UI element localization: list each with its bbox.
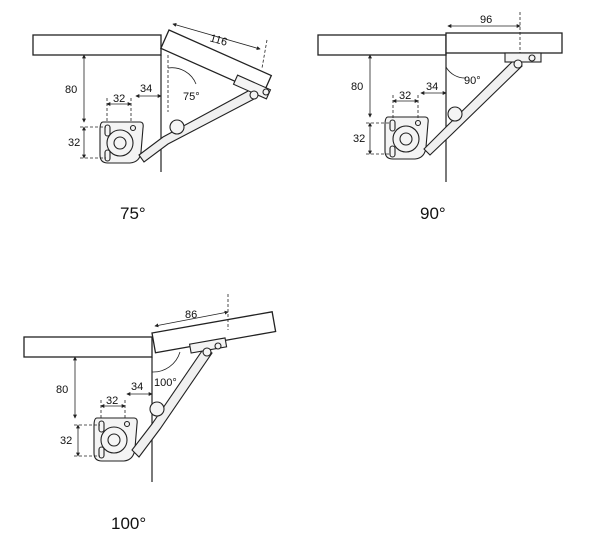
angle-arc bbox=[151, 351, 181, 373]
hole-spacing-v-label: 32 bbox=[68, 137, 80, 149]
cabinet-top-panel bbox=[32, 34, 162, 56]
angle-arc bbox=[445, 66, 467, 79]
hole-spacing-h-label: 32 bbox=[399, 90, 411, 102]
offset-label: 34 bbox=[131, 381, 143, 393]
figure-100: 86 100° 80 32 34 32 100° bbox=[23, 294, 277, 533]
height-label: 80 bbox=[65, 84, 77, 96]
lid-bracket bbox=[504, 52, 542, 63]
mounting-slot bbox=[389, 119, 396, 132]
lid-width-label: 116 bbox=[208, 32, 228, 48]
angle-label: 100° bbox=[154, 377, 177, 389]
height-label: 80 bbox=[56, 384, 68, 396]
lid-width-dimension bbox=[172, 22, 261, 51]
lid-width-label: 96 bbox=[480, 14, 492, 26]
angle-label: 90° bbox=[464, 75, 481, 87]
mounting-slot bbox=[389, 145, 396, 158]
offset-label: 34 bbox=[140, 83, 152, 95]
hole-spacing-h-label: 32 bbox=[113, 93, 125, 105]
height-label: 80 bbox=[351, 81, 363, 93]
offset-label: 34 bbox=[426, 81, 438, 93]
mounting-slot bbox=[98, 446, 105, 459]
support-arm bbox=[131, 347, 213, 458]
figure-caption: 90° bbox=[420, 204, 446, 223]
figure-caption: 100° bbox=[111, 514, 146, 533]
hole-spacing-h-label: 32 bbox=[106, 395, 118, 407]
cabinet-top-panel bbox=[23, 336, 153, 358]
pivot bbox=[447, 106, 463, 122]
lid-panel bbox=[445, 32, 563, 54]
mounting-slot bbox=[104, 149, 111, 162]
hole-spacing-v-label: 32 bbox=[60, 435, 72, 447]
hole-spacing-v-label: 32 bbox=[353, 133, 365, 145]
mounting-slot bbox=[98, 420, 105, 433]
lid-width-dimension bbox=[154, 310, 229, 328]
angle-arc bbox=[167, 67, 197, 85]
figure-90: 96 90° 80 32 34 32 90° bbox=[317, 12, 563, 223]
figure-75: 116 75° 80 32 34 32 75° bbox=[32, 22, 273, 223]
figure-caption: 75° bbox=[120, 204, 146, 223]
mounting-slot bbox=[104, 124, 111, 137]
lid-width-label: 86 bbox=[185, 309, 197, 321]
cabinet-top-panel bbox=[317, 34, 447, 56]
pivot bbox=[149, 401, 165, 417]
angle-label: 75° bbox=[183, 91, 200, 103]
pivot bbox=[169, 119, 185, 135]
